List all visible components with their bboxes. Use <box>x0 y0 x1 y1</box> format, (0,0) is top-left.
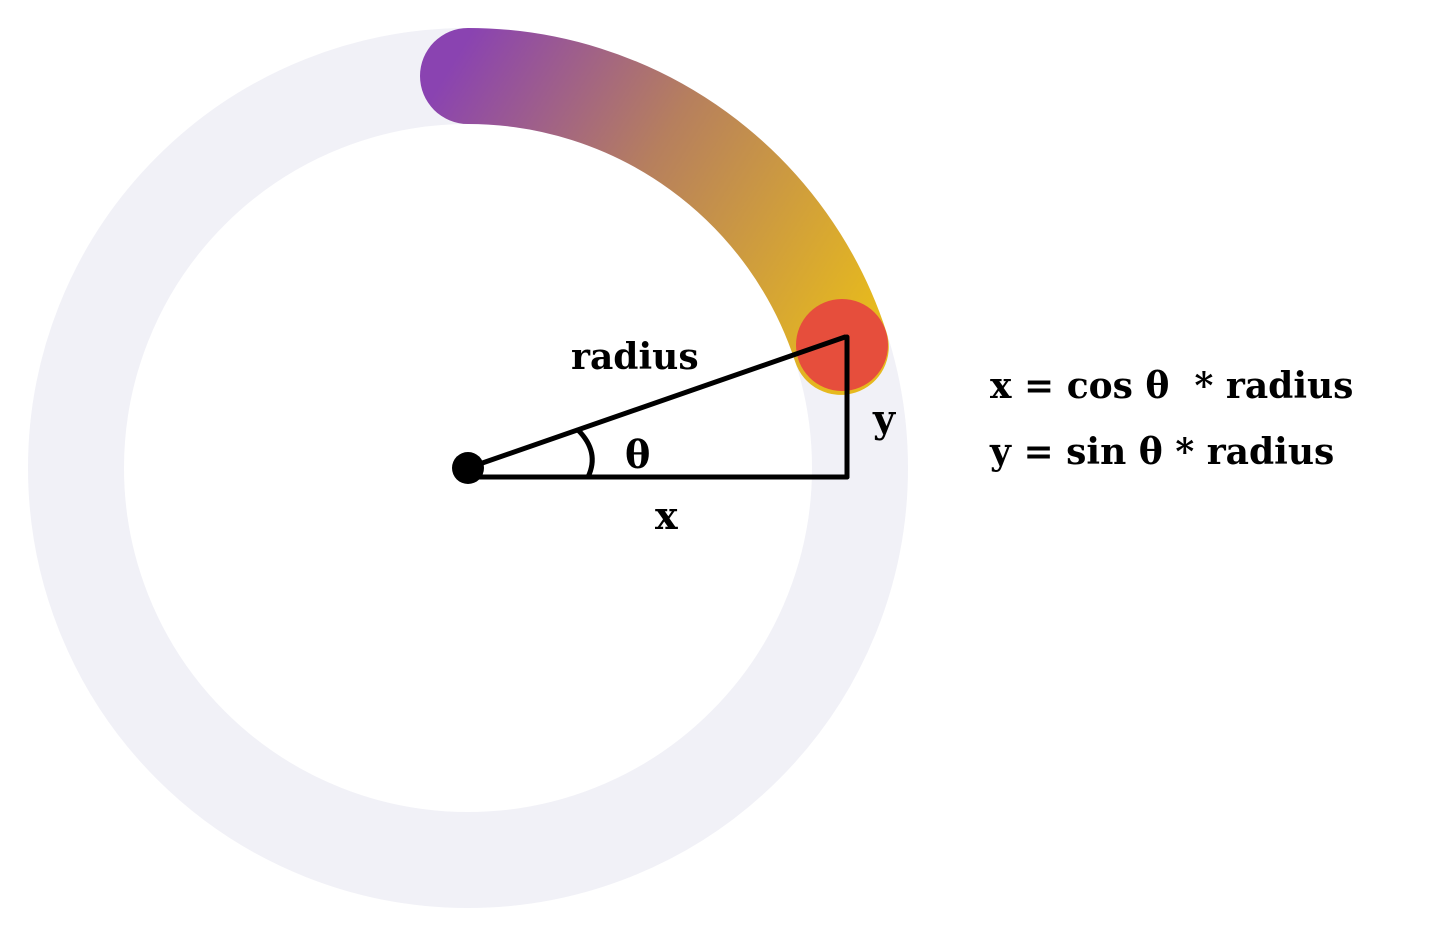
center-dot-icon <box>452 452 484 484</box>
x-formula: x = cos θ * radius <box>990 365 1353 407</box>
x-label: x <box>655 493 678 538</box>
y-label: y <box>872 396 896 441</box>
y-formula: y = sin θ * radius <box>989 431 1334 473</box>
theta-angle-arc <box>575 427 595 480</box>
circle-handle-icon[interactable] <box>796 299 888 391</box>
radius-line <box>465 334 848 471</box>
progress-arc <box>420 28 889 395</box>
theta-label: θ <box>625 432 650 477</box>
radius-label: radius <box>571 336 699 378</box>
